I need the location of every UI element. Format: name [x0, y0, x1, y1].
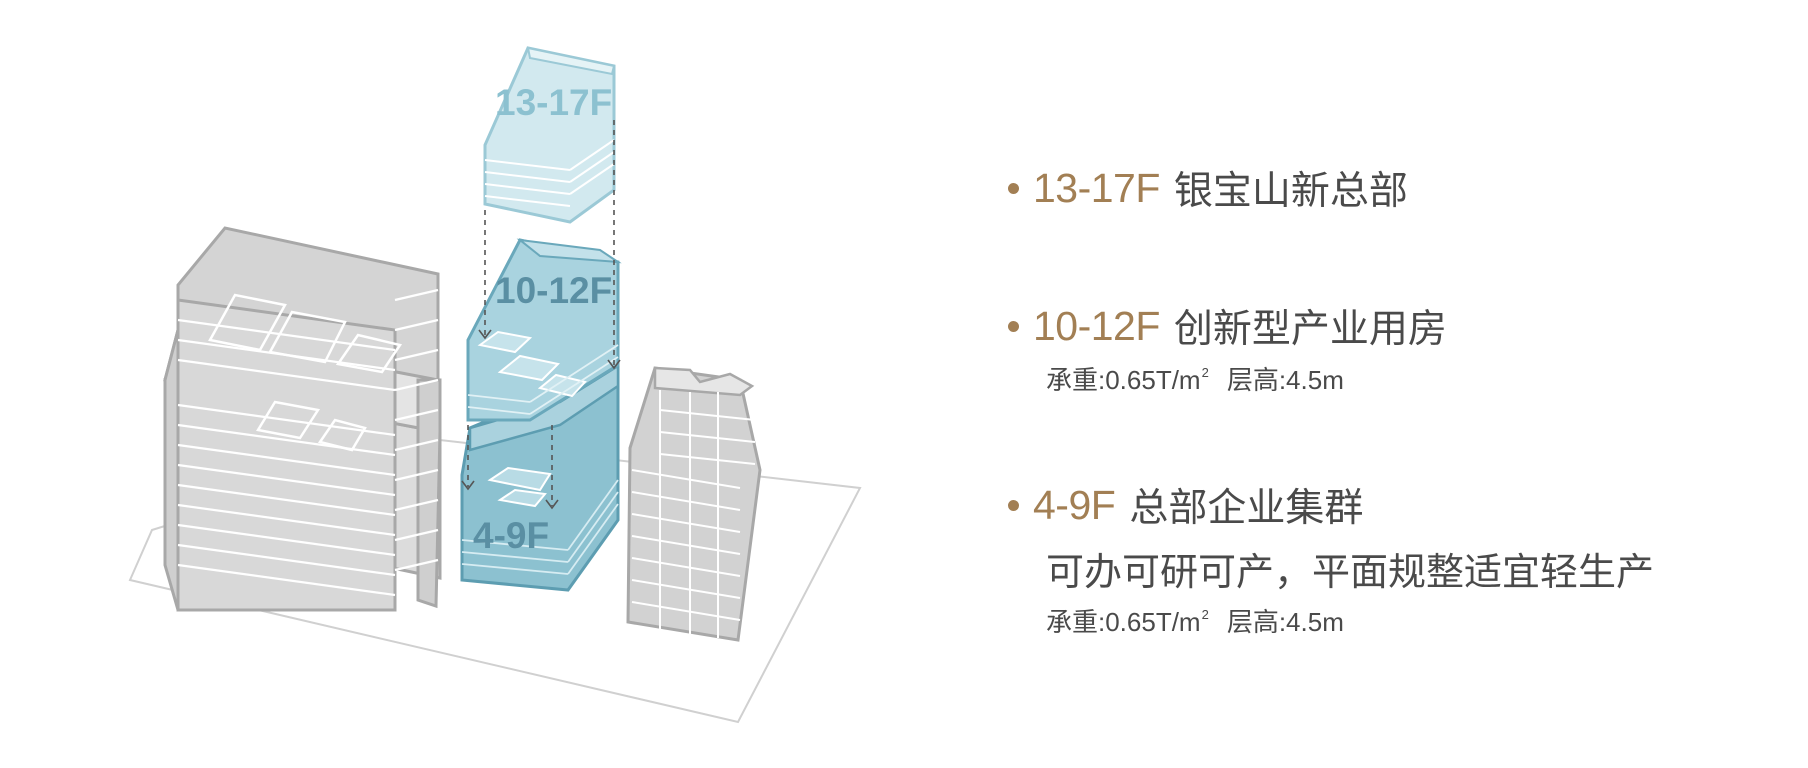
bullet-icon: [1008, 182, 1019, 194]
dashed-connectors: [467, 120, 615, 506]
floor-spec: 承重:0.65T/m2 层高:4.5m: [1046, 602, 1788, 639]
load-unit-exponent: 2: [1201, 365, 1209, 380]
legend-item-4-9f: 4-9F 总部企业集群 可办可研可产，平面规整适宜轻生产 承重:0.65T/m2…: [1008, 477, 1788, 639]
connector-arrowheads: [461, 329, 621, 510]
floor-use-name: 创新型产业用房: [1173, 308, 1447, 351]
floor-height: 层高:4.5m: [1226, 607, 1344, 637]
floor-use-name: 总部企业集群: [1129, 487, 1364, 530]
label-10-12f: 10-12F: [495, 270, 612, 311]
legend-item-13-17f: 13-17F 银宝山新总部: [1008, 160, 1788, 216]
load-unit-exponent: 2: [1201, 607, 1209, 622]
floor-range: 13-17F: [1033, 164, 1160, 211]
label-13-17f: 13-17F: [495, 82, 612, 123]
legend-item-10-12f: 10-12F 创新型产业用房 承重:0.65T/m2 层高:4.5m: [1008, 298, 1788, 397]
block-13-17f: 13-17F: [483, 46, 616, 224]
bullet-icon: [1008, 320, 1019, 332]
floor-use-name: 银宝山新总部: [1173, 170, 1408, 213]
load-capacity: 承重:0.65T/m: [1046, 607, 1201, 637]
floor-range: 10-12F: [1033, 302, 1160, 349]
bullet-icon: [1008, 499, 1019, 511]
floor-spec: 承重:0.65T/m2 层高:4.5m: [1046, 360, 1788, 397]
floor-range: 4-9F: [1033, 481, 1116, 528]
label-4-9f: 4-9F: [473, 515, 549, 556]
floor-description: 可办可研可产，平面规整适宜轻生产: [1046, 552, 1655, 594]
floor-height: 层高:4.5m: [1226, 365, 1344, 395]
right-gray-tower: [626, 366, 762, 642]
load-capacity: 承重:0.65T/m: [1046, 365, 1201, 395]
block-10-12f: 10-12F: [466, 238, 622, 422]
left-gray-building: [163, 226, 442, 612]
